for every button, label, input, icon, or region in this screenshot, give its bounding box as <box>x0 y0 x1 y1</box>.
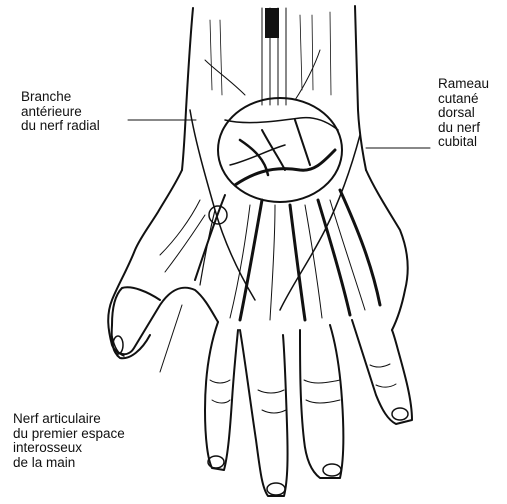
fingers <box>205 320 412 496</box>
forearm-outline <box>182 6 366 170</box>
label-branche-anterieure-nerf-radial: Branche antérieure du nerf radial <box>21 90 100 134</box>
label-nerf-articulaire-premier-espace: Nerf articulaire du premier espace inter… <box>13 412 125 470</box>
leader-line-articulaire <box>160 305 182 372</box>
label-rameau-cutane-dorsal-nerf-cubital: Rameau cutané dorsal du nerf cubital <box>438 77 489 150</box>
thumb <box>112 287 160 358</box>
wrist-retinaculum-window <box>218 98 342 202</box>
